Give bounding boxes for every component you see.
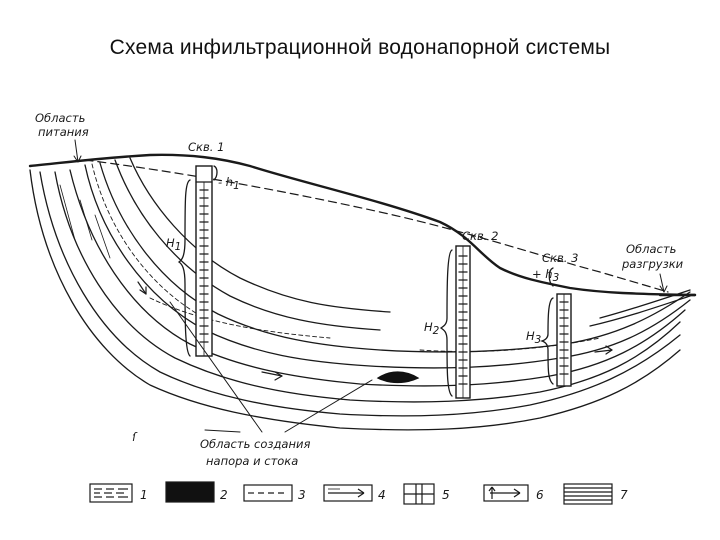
stray-mark: ſ <box>132 430 138 444</box>
dash-line-swatch <box>243 484 293 502</box>
pointer-discharge <box>659 273 665 293</box>
well-casing-swatch <box>403 483 435 505</box>
pressure-area-label-line2: напора и стока <box>206 454 298 468</box>
piezometric-line <box>84 159 669 293</box>
well-2-casing <box>455 245 471 399</box>
dashed-layer-swatch <box>89 483 133 503</box>
legend-5: 5 <box>442 488 450 502</box>
ground-surface <box>28 153 697 297</box>
head-H1-label: H1 <box>166 236 181 253</box>
brace-H3 <box>539 297 554 385</box>
head-H2-label: H2 <box>424 320 440 337</box>
legend-2: 2 <box>220 488 228 502</box>
discharge-area-label-line1: Область <box>626 242 676 256</box>
brace-H1 <box>177 179 191 357</box>
brace-h1 <box>213 165 218 181</box>
legend <box>89 481 613 505</box>
pressure-area-label-line1: Область создания <box>200 437 310 451</box>
recharge-area-label-line2: питания <box>38 125 89 139</box>
double-arrow-swatch <box>483 484 529 502</box>
head-H3-label: H3 <box>526 329 541 346</box>
well-3-casing <box>556 293 572 387</box>
basin-bed-line <box>29 169 681 431</box>
flow-arrow-icon <box>137 281 147 295</box>
pointer-pressure-2 <box>284 379 373 433</box>
hatched-layer-swatch <box>563 483 613 505</box>
well-2-label: Скв. 2 <box>462 229 498 243</box>
flow-arrow-swatch <box>323 484 373 502</box>
flow-arrow-icon <box>594 349 613 353</box>
head-h1-label: - h1 <box>218 175 240 192</box>
brace-H2 <box>439 249 453 397</box>
well-1-casing <box>195 165 213 357</box>
pointer-pressure-3 <box>204 429 241 433</box>
legend-4: 4 <box>378 488 386 502</box>
flow-arrow-icon <box>261 371 283 377</box>
recharge-area-label-line1: Область <box>35 111 85 125</box>
legend-6: 6 <box>536 488 544 502</box>
brace-h3 <box>548 267 554 287</box>
pointer-pressure-1 <box>169 301 263 433</box>
legend-3: 3 <box>298 488 306 502</box>
black-lens <box>376 371 420 384</box>
legend-1: 1 <box>140 488 148 502</box>
discharge-area-label-line2: разгрузки <box>621 257 684 271</box>
black-fill-swatch <box>165 481 215 503</box>
well-1-label: Скв. 1 <box>188 140 224 154</box>
slide-title: Схема инфильтрационной водонапорной сист… <box>109 36 611 59</box>
well-3-label: Скв. 3 <box>542 251 578 265</box>
pointer-recharge <box>74 139 79 163</box>
legend-7: 7 <box>620 488 628 502</box>
head-h3-label: + h3 <box>532 267 559 284</box>
